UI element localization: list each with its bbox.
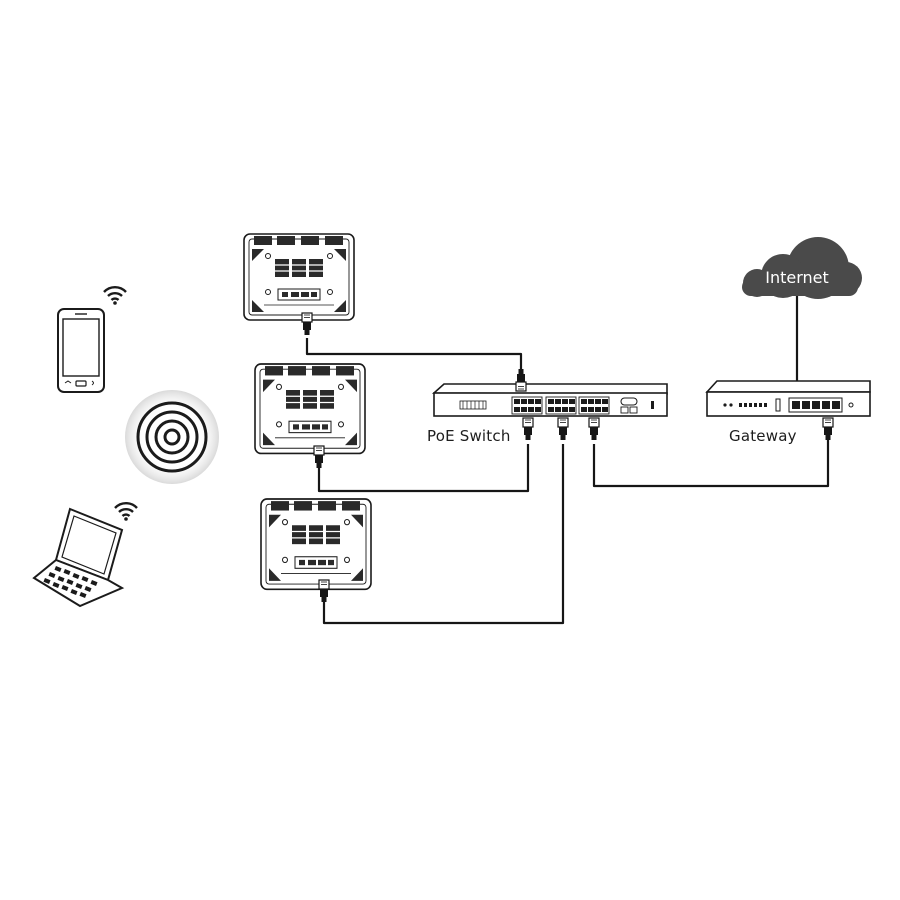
rj45-connector-icon (522, 417, 534, 441)
router-icon (705, 380, 871, 417)
rj45-connector-icon (588, 417, 600, 441)
poe-switch-label: PoE Switch (427, 427, 511, 445)
rj45-connector-icon (318, 579, 330, 603)
wifi-icon (113, 501, 139, 522)
cable-switch-to-gateway (592, 440, 830, 488)
rj45-connector-icon (301, 312, 313, 336)
signal-waves-icon (125, 390, 219, 484)
cable-ap2-to-switch (317, 444, 530, 493)
rj45-connector-icon (313, 445, 325, 469)
rj45-connector-icon (822, 417, 834, 441)
gateway-label: Gateway (729, 427, 797, 445)
cable-ap3-to-switch (322, 444, 565, 625)
switch-icon (431, 383, 668, 417)
access-point-icon (260, 498, 372, 591)
cable-group (305, 292, 830, 625)
cloud-icon (742, 237, 862, 299)
internet-label: Internet (765, 268, 829, 287)
laptop-icon (32, 507, 125, 608)
rj45-connector-icon (515, 368, 527, 392)
wifi-icon (102, 285, 128, 306)
smartphone-icon (57, 308, 105, 393)
rj45-connector-icon (557, 417, 569, 441)
access-point-icon (254, 363, 366, 455)
access-point-icon (243, 233, 355, 321)
